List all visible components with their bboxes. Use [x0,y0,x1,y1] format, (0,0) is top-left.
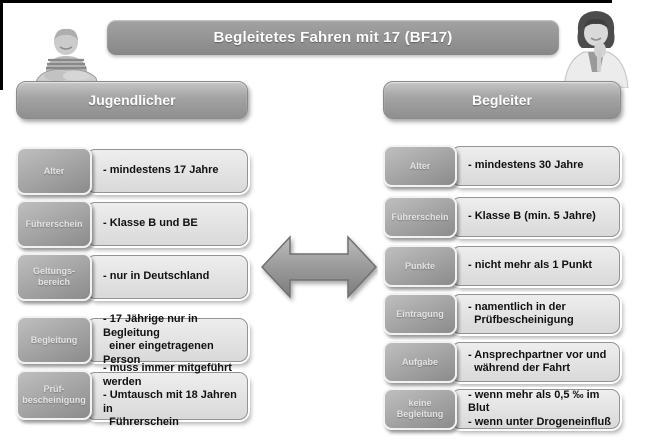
category-tab: Prüf- bescheinigung [16,370,92,420]
category-tab: keine Begleitung [383,388,457,430]
young-driver-photo [35,28,97,85]
description-box: - namentlich in der Prüfbescheinigung [451,294,620,334]
category-tab: Punkte [383,245,457,287]
column-header-begleiter: Begleiter [383,81,621,119]
description-box: - muss immer mitgeführt werden - Umtausc… [86,362,248,428]
description-box: - nur in Deutschland [86,255,248,299]
description-box: - nicht mehr als 1 Punkt [451,246,620,286]
category-tab: Aufgabe [383,341,457,383]
description-box: - Ansprechpartner vor und während der Fa… [451,342,620,382]
category-tab: Geltungs- bereich [16,253,92,301]
description-box: - Klasse B (min. 5 Jahre) [451,197,620,237]
description-box: - mindestens 17 Jahre [86,149,248,193]
category-tab: Eintragung [383,293,457,335]
description-box: - 17 Jährige nur in Begleitung einer ein… [86,313,248,366]
description-box: - wenn mehr als 0,5 ‰ im Blut - wenn unt… [451,389,620,429]
description-box: - Klasse B und BE [86,202,248,246]
top-frame-line [0,0,612,3]
category-tab: Alter [383,145,457,187]
category-tab: Alter [16,147,92,195]
column-header-jugendlicher: Jugendlicher [16,81,248,119]
left-frame-line [0,0,3,90]
double-arrow-icon [260,235,378,299]
category-tab: Führerschein [383,196,457,238]
category-tab: Begleitung [16,316,92,364]
companion-photo [563,11,629,88]
page-title: Begleitetes Fahren mit 17 (BF17) [107,20,559,55]
category-tab: Führerschein [16,200,92,248]
description-box: - mindestens 30 Jahre [451,146,620,186]
